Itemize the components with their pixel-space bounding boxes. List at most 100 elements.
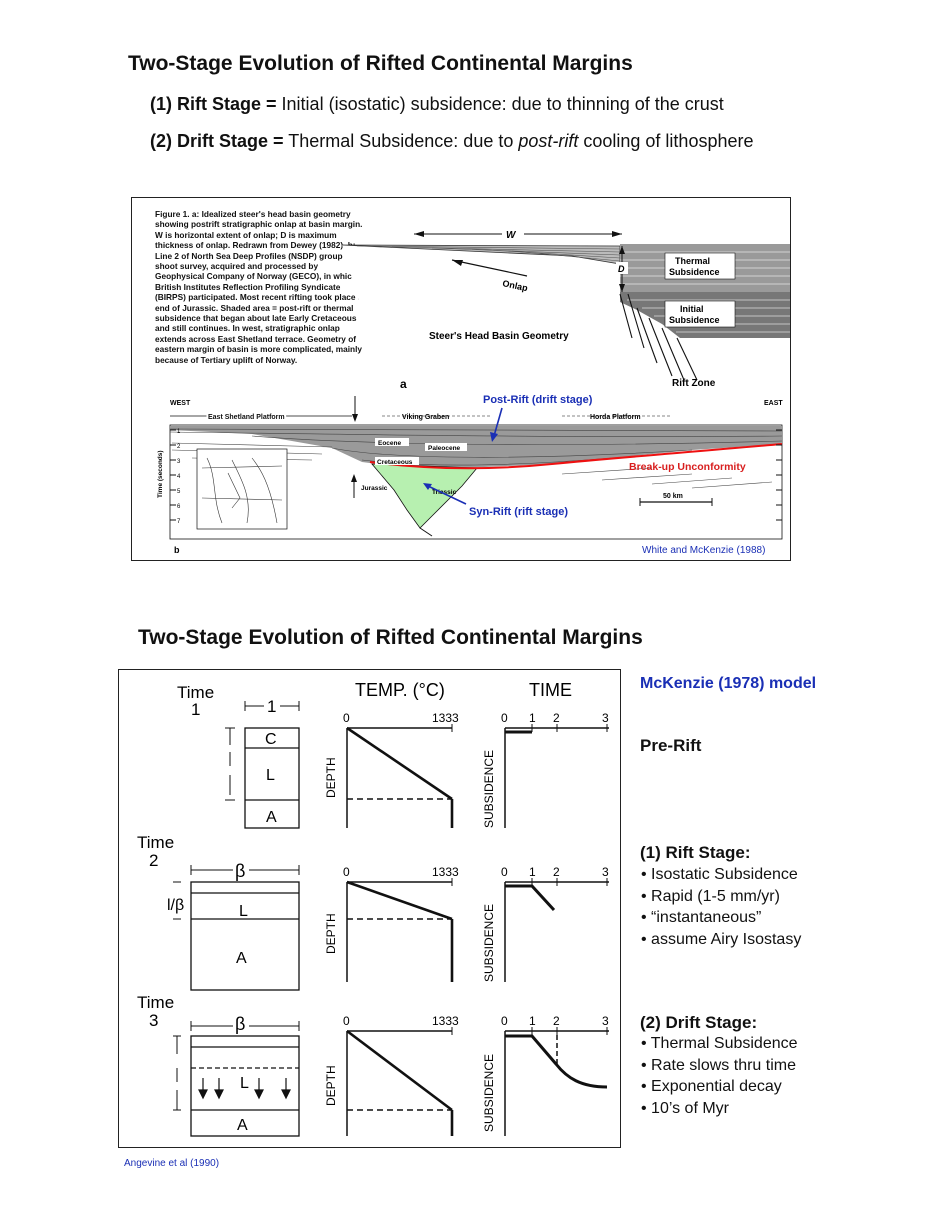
onlap-strata bbox=[356, 245, 621, 262]
stage-1-line: (1) Rift Stage = Initial (isostatic) sub… bbox=[150, 94, 724, 115]
time-tick-label: 5 bbox=[177, 489, 181, 495]
row3-time-ticks: 0 1 2 3 bbox=[501, 1014, 609, 1028]
syn-rift-fill bbox=[371, 463, 478, 529]
time1-label-a: Time bbox=[177, 683, 214, 702]
scale-label: 50 km bbox=[663, 493, 683, 500]
horda-label: Horda Platform bbox=[590, 414, 641, 421]
initial-label-1: Initial bbox=[680, 304, 704, 314]
time-tick-label: 6 bbox=[177, 504, 181, 510]
breakup-unconformity-line bbox=[369, 443, 783, 470]
row1-temp-0: 0 bbox=[343, 711, 350, 725]
row2-a: A bbox=[236, 950, 247, 967]
svg-text:0: 0 bbox=[501, 1014, 508, 1028]
post-rift-label: Post-Rift (drift stage) bbox=[483, 394, 593, 406]
temp-header: TEMP. (°C) bbox=[355, 680, 445, 700]
w-label: W bbox=[506, 230, 517, 241]
rift-zone-label: Rift Zone bbox=[672, 378, 716, 389]
stage-1-number: (1) bbox=[150, 94, 172, 114]
stage-1-text: Initial (isostatic) subsidence: due to t… bbox=[276, 94, 724, 114]
figure-2-credit: Angevine et al (1990) bbox=[124, 1158, 220, 1169]
paleocene-label: Paleocene bbox=[428, 445, 461, 452]
syn-rift-arrow bbox=[427, 485, 467, 505]
w-label-bg bbox=[502, 227, 524, 239]
svg-text:2: 2 bbox=[553, 865, 560, 879]
rift-stage-title: (1) Rift Stage: bbox=[640, 843, 751, 862]
row1-width-label: 1 bbox=[267, 697, 276, 716]
w-arrow-right-head bbox=[612, 231, 622, 237]
time-header: TIME bbox=[529, 680, 572, 700]
thermal-label-2: Subsidence bbox=[669, 267, 720, 277]
stage-2-line: (2) Drift Stage = Thermal Subsidence: du… bbox=[150, 131, 754, 152]
figure-1-caption: Figure 1. a: Idealized steer's head basi… bbox=[155, 209, 366, 365]
row3-subsidence: SUBSIDENCE bbox=[482, 1054, 496, 1132]
stage-2-text-b: cooling of lithosphere bbox=[578, 131, 754, 151]
rift-item: “instantaneous” bbox=[641, 907, 801, 929]
model-label: McKenzie (1978) model bbox=[640, 675, 817, 692]
svg-text:1: 1 bbox=[529, 865, 536, 879]
drift-stage-title: (2) Drift Stage: bbox=[640, 1013, 758, 1032]
w-arrow-left-head bbox=[414, 231, 424, 237]
basin-background bbox=[342, 245, 790, 378]
steers-head-label: Steer's Head Basin Geometry bbox=[429, 331, 569, 342]
row2-l-over-beta: l/β bbox=[167, 897, 184, 914]
svg-text:0: 0 bbox=[501, 865, 508, 879]
drift-item: Thermal Subsidence bbox=[641, 1033, 798, 1055]
bottom-title: Two-Stage Evolution of Rifted Continenta… bbox=[138, 626, 643, 649]
rift-stage-list: Isostatic Subsidence Rapid (1-5 mm/yr) “… bbox=[641, 864, 801, 950]
figure-1-credit: White and McKenzie (1988) bbox=[642, 545, 766, 556]
row2-subsidence: SUBSIDENCE bbox=[482, 904, 496, 982]
time1-label-b: 1 bbox=[191, 700, 200, 719]
row1-l: L bbox=[266, 767, 275, 784]
row3-l: L bbox=[240, 1075, 249, 1092]
breakup-label: Break-up Unconformity bbox=[629, 461, 746, 473]
thermal-label-1: Thermal bbox=[675, 256, 710, 266]
svg-text:3: 3 bbox=[602, 1014, 609, 1028]
stage-2-number: (2) bbox=[150, 131, 172, 151]
stage-2-text-em: post-rift bbox=[518, 131, 579, 151]
stage-2-label: Drift Stage = bbox=[177, 131, 284, 151]
time-tick-label: 1 bbox=[177, 429, 181, 435]
mckenzie-diagram: TEMP. (°C) TIME Time 1 1 C L A 0 1333 DE… bbox=[137, 680, 609, 1137]
row2-l: L bbox=[239, 903, 248, 920]
row3-cooling-arrows bbox=[198, 1078, 291, 1100]
time-tick-label: 3 bbox=[177, 459, 181, 465]
viking-label: Viking Graben bbox=[402, 414, 449, 421]
time2-label-a: Time bbox=[137, 833, 174, 852]
row2-beta: β bbox=[235, 861, 245, 881]
jurassic-label: Jurassic bbox=[361, 485, 388, 492]
row3-beta: β bbox=[235, 1014, 245, 1034]
row2-depth: DEPTH bbox=[324, 913, 338, 954]
row2-temp-0: 0 bbox=[343, 865, 350, 879]
svg-text:1: 1 bbox=[529, 1014, 536, 1028]
d-label: D bbox=[618, 264, 625, 274]
row3-a: A bbox=[237, 1117, 248, 1134]
row1-a: A bbox=[266, 809, 277, 826]
east-shetland-label: East Shetland Platform bbox=[208, 414, 285, 421]
row1-temp-1333: 1333 bbox=[432, 711, 459, 725]
row1-subsidence: SUBSIDENCE bbox=[482, 750, 496, 828]
svg-text:3: 3 bbox=[602, 865, 609, 879]
row1-depth: DEPTH bbox=[324, 757, 338, 798]
time-tick-label: 7 bbox=[177, 519, 181, 525]
drift-item: 10’s of Myr bbox=[641, 1098, 798, 1120]
time-tick-label: 2 bbox=[177, 444, 181, 450]
inset-map bbox=[196, 448, 288, 530]
row2-time-ticks: 0 1 2 3 bbox=[501, 865, 609, 879]
rift-item: Isostatic Subsidence bbox=[641, 864, 801, 886]
stage-1-label: Rift Stage = bbox=[177, 94, 277, 114]
row3-depth: DEPTH bbox=[324, 1065, 338, 1106]
row2-temp-1333: 1333 bbox=[432, 865, 459, 879]
time2-label-b: 2 bbox=[149, 851, 158, 870]
panel-b-label: b bbox=[174, 545, 180, 555]
svg-text:2: 2 bbox=[553, 711, 560, 725]
row3-temp-1333: 1333 bbox=[432, 1014, 459, 1028]
svg-text:2: 2 bbox=[553, 1014, 560, 1028]
eocene-label: Eocene bbox=[378, 440, 402, 447]
onlap-arrow bbox=[451, 259, 528, 277]
time-tick-label: 4 bbox=[177, 474, 181, 480]
rift-item: Rapid (1-5 mm/yr) bbox=[641, 886, 801, 908]
drift-item: Rate slows thru time bbox=[641, 1055, 798, 1077]
row1-time-ticks: 0 1 2 3 bbox=[501, 711, 609, 725]
top-title: Two-Stage Evolution of Rifted Continenta… bbox=[128, 52, 633, 75]
rift-faults bbox=[619, 293, 698, 381]
